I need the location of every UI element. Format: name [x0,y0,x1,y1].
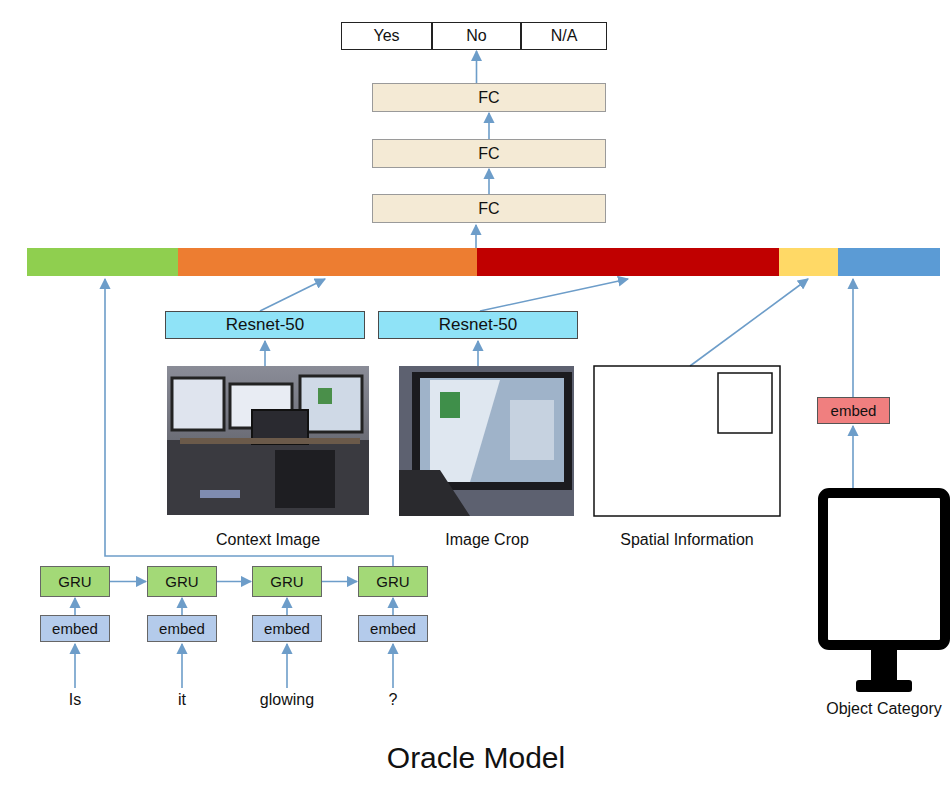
node-text: Resnet-50 [439,315,517,335]
embed-layer: embed [358,615,428,642]
figure-label: Object Category [826,700,942,718]
fc-layer: FC [372,194,606,223]
fc-layer: FC [372,83,606,112]
node-text: FC [478,200,499,218]
embed-layer: embed [147,615,217,642]
node-text: N/A [551,27,578,45]
embed-layer: embed [40,615,110,642]
node-text: GRU [270,573,303,590]
diagram-caption: Oracle Model [387,741,565,775]
node-text: embed [52,620,98,637]
resnet-block: Resnet-50 [165,311,365,339]
figure-label: Is [69,691,81,709]
node-text: embed [831,402,877,419]
figure-label: glowing [260,691,314,709]
context-photo [167,366,369,515]
flow-arrow [74,598,76,615]
gru-cell: GRU [252,566,322,597]
fc-layer: FC [372,139,606,168]
node-text: embed [159,620,205,637]
flow-arrow [217,581,251,583]
monitor-icon [823,493,945,692]
flow-arrow [488,169,490,194]
spatial-box [594,366,780,516]
output-cell: Yes [341,22,432,50]
node-text: embed [370,620,416,637]
node-text: FC [478,89,499,107]
output-cell: No [432,22,521,50]
node-text: FC [478,145,499,163]
figure-label: Spatial Information [620,531,753,549]
resnet-block: Resnet-50 [378,311,578,339]
figure-label: Image Crop [445,531,529,549]
node-text: No [466,27,486,45]
embed-layer: embed [817,397,890,424]
flow-arrow [392,598,394,615]
node-text: embed [264,620,310,637]
figure-label: Context Image [216,531,320,549]
flow-arrow [488,113,490,139]
embed-layer: embed [252,615,322,642]
node-text: GRU [376,573,409,590]
gru-cell: GRU [358,566,428,597]
flow-arrow [476,51,478,83]
figure-label: it [178,691,186,709]
flow-arrow [110,581,146,583]
feed-arrows [75,225,853,688]
gru-cell: GRU [40,566,110,597]
node-text: GRU [58,573,91,590]
figure-label: ? [389,691,398,709]
flow-arrow [181,598,183,615]
feature-vector [27,248,940,276]
flow-arrow [286,598,288,615]
node-text: Resnet-50 [226,315,304,335]
node-text: GRU [165,573,198,590]
flow-arrow [322,581,357,583]
output-cell: N/A [521,22,607,50]
crop-photo [399,366,574,516]
node-text: Yes [373,27,399,45]
gru-cell: GRU [147,566,217,597]
